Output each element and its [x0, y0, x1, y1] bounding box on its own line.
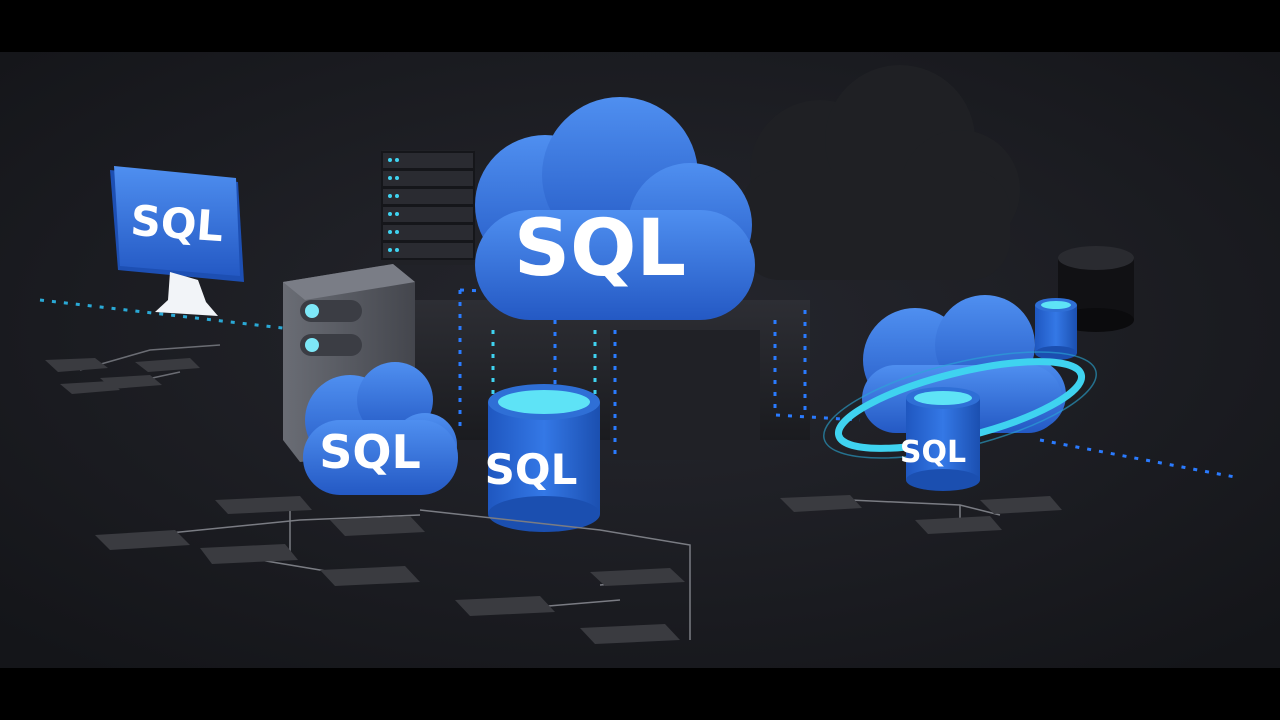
right-database-label: SQL: [900, 435, 966, 470]
database-icon: [1035, 298, 1077, 360]
network-node-icon: [590, 568, 685, 586]
network-node-icon: [95, 530, 190, 550]
platform-blocks: [410, 300, 810, 460]
network-node-icon: [320, 566, 420, 586]
network-node-icon: [915, 516, 1002, 534]
network-node-icon: [215, 496, 312, 514]
center-database-label: SQL: [485, 445, 578, 494]
database-icon: SQL: [900, 387, 980, 491]
network-diagram-bottom: [95, 496, 691, 644]
network-node-icon: [100, 375, 162, 389]
network-node-icon: [60, 381, 120, 394]
small-cloud-label: SQL: [319, 425, 421, 479]
letterbox-bottom: [0, 668, 1280, 720]
network-diagram-left: [45, 344, 221, 394]
network-node-icon: [200, 544, 298, 564]
cloud-icon: SQL: [303, 362, 458, 495]
letterbox-top: [0, 0, 1280, 52]
network-node-icon: [580, 624, 680, 644]
monitor-label: SQL: [129, 196, 225, 251]
monitor-icon: SQL: [110, 166, 244, 316]
server-rack-icon: [381, 150, 475, 265]
network-node-icon: [135, 358, 200, 372]
network-node-icon: [455, 596, 555, 616]
cloud-icon: SQL: [475, 97, 755, 320]
network-node-icon: [45, 358, 108, 372]
database-icon: [1058, 246, 1134, 332]
network-diagram-right: [780, 495, 1062, 534]
dark-cloud-icon: [740, 65, 1020, 280]
network-node-icon: [780, 495, 862, 512]
main-cloud-label: SQL: [514, 204, 686, 294]
network-node-icon: [980, 496, 1062, 514]
network-node-icon: [330, 516, 425, 536]
database-icon: SQL: [485, 384, 600, 532]
